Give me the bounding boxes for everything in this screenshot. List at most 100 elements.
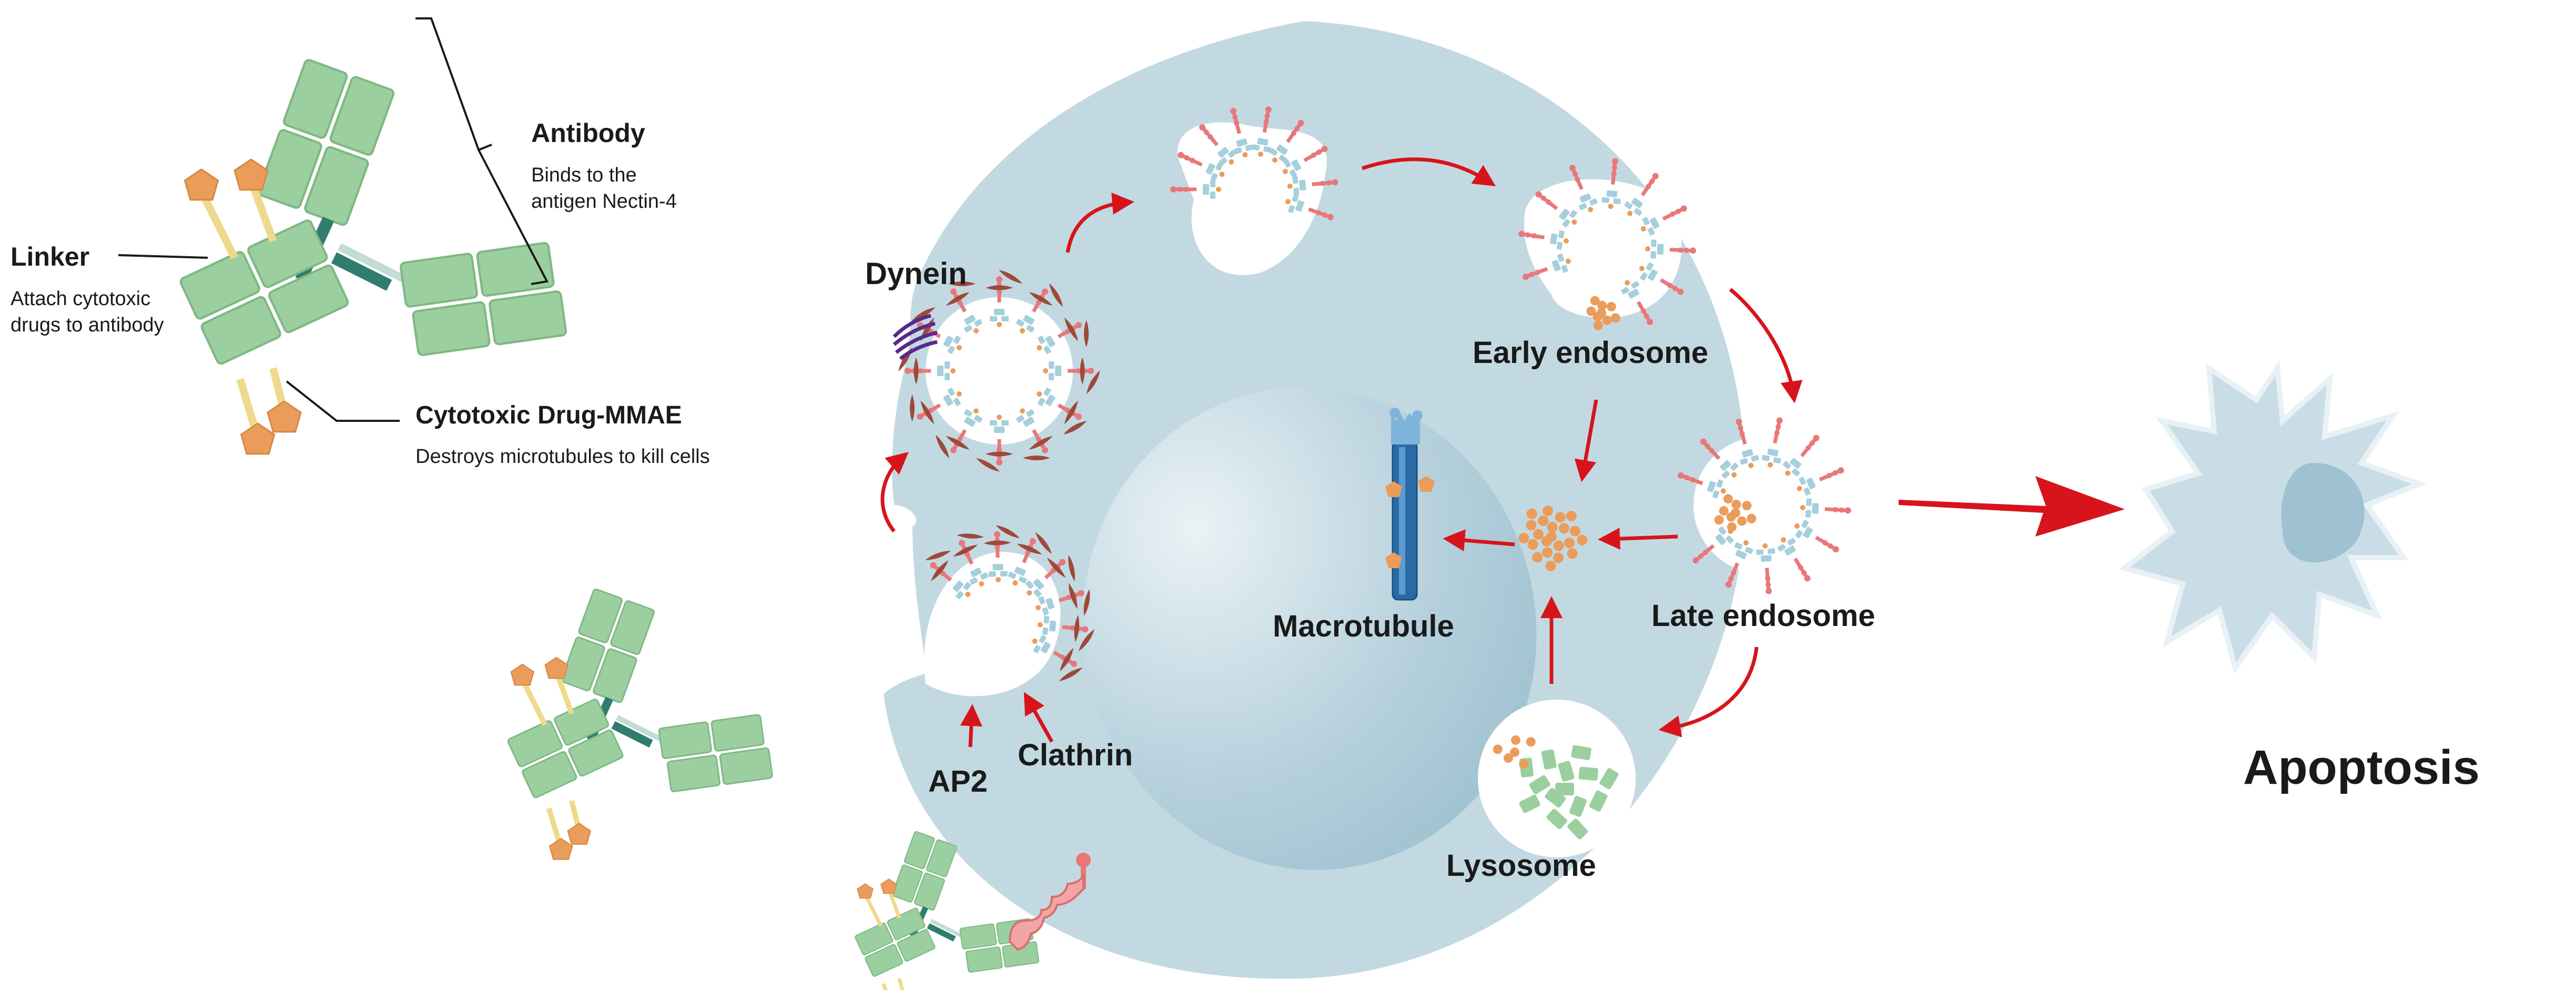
antibody-fragment <box>1567 819 1588 840</box>
linker-title: Linker <box>11 242 89 271</box>
antibody-desc-line1: Binds to the <box>531 164 637 186</box>
nectin4-receptor-icon <box>1008 853 1091 951</box>
mmae-particle <box>1602 315 1612 325</box>
mmae-particle <box>1737 516 1747 526</box>
mmae-particle <box>1593 320 1603 330</box>
antibody-fragment <box>1558 761 1575 782</box>
antibody-title: Antibody <box>531 118 645 148</box>
antibody-fragment <box>1529 775 1550 795</box>
arrow-late-to-drug <box>1598 528 1678 550</box>
arrow-clathrin <box>1023 692 1054 743</box>
antibody-fragment <box>1555 783 1574 795</box>
mmae-particle <box>1731 499 1741 509</box>
vesicle-decorations <box>896 106 1851 840</box>
receptor <box>1792 557 1812 583</box>
free-mmae-particle <box>1569 526 1580 537</box>
apoptosis-label: Apoptosis <box>2243 741 2480 794</box>
antibody-fragment <box>1571 745 1591 761</box>
mmae-particle <box>1510 747 1519 757</box>
labeled-adc <box>179 59 566 454</box>
free-mmae-particle <box>1526 520 1537 531</box>
free-mmae-particle <box>1559 523 1570 534</box>
macrotubule-label: Macrotubule <box>1273 609 1454 643</box>
arrow-drug-to-tubule <box>1443 529 1515 552</box>
drug-desc: Destroys microtubules to kill cells <box>415 446 710 468</box>
mmae-particle <box>1526 737 1536 747</box>
mmae-particle <box>1723 494 1733 504</box>
mmae-particle <box>1519 759 1529 769</box>
antibody-fragment <box>1541 749 1557 770</box>
drug-leader-line <box>286 380 400 422</box>
receptor <box>1814 534 1840 553</box>
free-mmae-particle <box>1545 560 1556 571</box>
arrow-early-to-late <box>1729 288 1803 403</box>
linker-leader-line <box>118 254 208 259</box>
arrow-uncoating-to-early <box>1361 157 1496 187</box>
linker-desc-line2: drugs to antibody <box>11 314 164 336</box>
mmae-particle <box>1493 744 1503 754</box>
macrotubule <box>1385 408 1435 601</box>
free-mmae-particle <box>1547 521 1558 532</box>
mmae-particle <box>1503 753 1513 763</box>
antibody-fragment <box>1545 787 1566 808</box>
free-mmae-particle <box>1542 505 1553 516</box>
antibody-fragment <box>1589 790 1608 812</box>
free-mmae-particle <box>1527 539 1538 550</box>
free-mmae-particle <box>1564 538 1575 549</box>
antibody-desc-line2: antigen Nectin-4 <box>531 190 677 213</box>
mmae-particle <box>1597 300 1607 310</box>
mmae-particle <box>1726 512 1736 522</box>
free-mmae-particle <box>1542 547 1553 558</box>
nucleus <box>1082 387 1537 870</box>
linker-desc-line1: Attach cytotoxic <box>11 288 150 310</box>
dynein-motor-icon <box>893 314 938 360</box>
free-mmae-particle <box>1541 536 1552 547</box>
free-mmae-particle <box>1553 552 1564 563</box>
dynein-label: Dynein <box>865 257 967 291</box>
free-mmae-particle <box>1532 552 1543 563</box>
antibody-fragment <box>1519 794 1540 813</box>
free-mmae-particle <box>1567 548 1578 559</box>
ap2-label: AP2 <box>928 764 988 799</box>
free-mmae-particle <box>1555 512 1566 523</box>
mmae-particle <box>1610 313 1620 323</box>
drug-title: Cytotoxic Drug-MMAE <box>415 401 682 429</box>
antibody-fragment <box>1599 768 1619 790</box>
free-mmae-particle <box>1566 511 1577 522</box>
free-mmae-particle <box>1577 534 1588 545</box>
uncoating-vesicle <box>1178 122 1327 276</box>
arrow-pit-to-vesicle <box>880 452 909 533</box>
late-endosome-label: Late endosome <box>1651 599 1875 633</box>
free-mmae-particle <box>1538 516 1549 527</box>
clathrin-label: Clathrin <box>1018 738 1133 772</box>
mmae-particle <box>1719 506 1729 516</box>
free-mmae-particle <box>1533 529 1544 540</box>
free-mmae-particle <box>1553 540 1564 551</box>
arrow-early-to-drug <box>1574 399 1598 482</box>
free-mmae-particle <box>1526 508 1537 519</box>
lysosome-label: Lysosome <box>1446 848 1596 883</box>
antibody-fragment <box>1578 766 1598 781</box>
arrow-late-to-lysosome <box>1658 646 1759 738</box>
antibody-fragment <box>1546 809 1567 830</box>
mmae-particle <box>1593 311 1603 321</box>
mmae-particle <box>1747 513 1757 523</box>
antibody-bracket <box>415 17 549 285</box>
apoptosis-arrow <box>1899 476 2125 537</box>
mmae-particle <box>1714 515 1724 525</box>
mmae-particle <box>1586 306 1596 316</box>
clathrin-coated-vesicle <box>926 297 1073 445</box>
arrow-ap2 <box>960 704 982 747</box>
free-mmae-particle <box>1518 533 1529 544</box>
mmae-particle <box>1727 522 1737 532</box>
free-adc <box>507 589 773 860</box>
antibody-fragment <box>1569 796 1587 817</box>
apoptotic-cell <box>2119 360 2427 674</box>
early-endosome-label: Early endosome <box>1473 336 1708 370</box>
receptor <box>1799 433 1821 458</box>
arrow-vesicle-to-uncoating <box>1066 193 1134 253</box>
released-mmae-cluster <box>1518 505 1588 571</box>
mmae-particle <box>1742 501 1752 511</box>
